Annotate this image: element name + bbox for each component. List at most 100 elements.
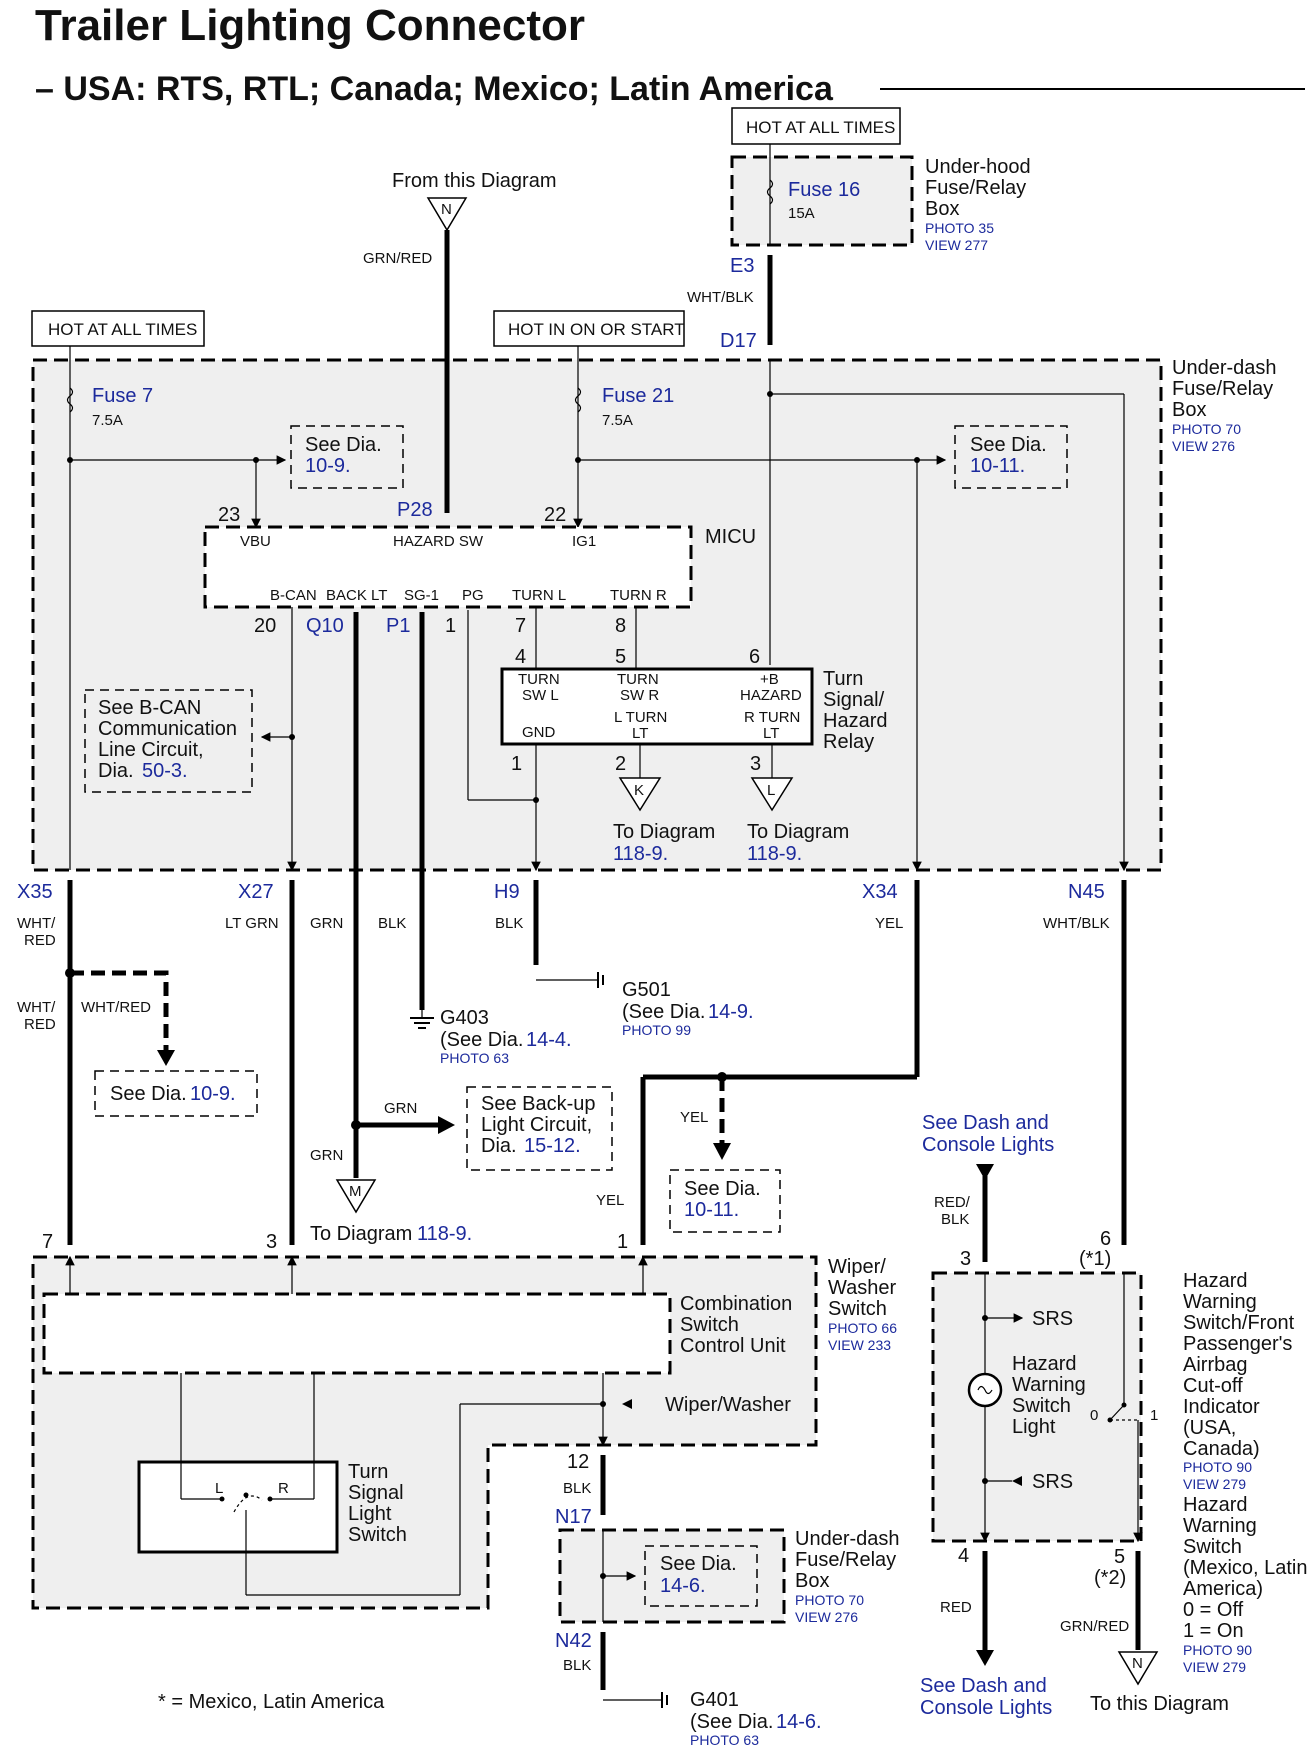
flag-l xyxy=(750,777,794,812)
underdash-name-2: Fuse/Relay xyxy=(1172,378,1273,400)
relay-turn-l: TURN xyxy=(518,671,560,688)
relay-sw-l: SW L xyxy=(522,687,559,704)
pin-6: 6 xyxy=(749,646,760,668)
hz-mx-3: Switch xyxy=(1183,1536,1242,1558)
wire-blk-d: BLK xyxy=(563,1657,591,1674)
pin-23: 23 xyxy=(218,504,240,526)
fuse21-label: Fuse 21 xyxy=(602,385,674,407)
wire-blk-b: BLK xyxy=(495,915,523,932)
flag-m xyxy=(335,1179,377,1214)
g403-ref: 14-4. xyxy=(526,1029,572,1051)
hot-label-top-text: HOT AT ALL TIMES xyxy=(746,118,895,137)
hz-desc-4: Passenger's xyxy=(1183,1333,1292,1355)
backup-line-3: Dia. xyxy=(481,1135,517,1157)
hz-mx-1: Hazard xyxy=(1183,1494,1247,1516)
flag-l-text: L xyxy=(767,782,775,799)
g401-photo: PHOTO 63 xyxy=(690,1732,759,1748)
hz-desc-6: Cut-off xyxy=(1183,1375,1243,1397)
wire-yel-c: YEL xyxy=(596,1192,624,1209)
csu-name-1: Combination xyxy=(680,1293,792,1315)
see-dia-10-11-b xyxy=(669,1169,781,1233)
wire-red-blk-2: BLK xyxy=(941,1211,969,1228)
to-diagram-l: To Diagram xyxy=(747,821,849,843)
pin-4-hazard: 4 xyxy=(958,1545,969,1567)
backup-line-2: Light Circuit, xyxy=(481,1114,592,1136)
pin-22: 22 xyxy=(544,504,566,526)
wire-wht-blk-top: WHT/BLK xyxy=(687,289,754,306)
conn-n42: N42 xyxy=(555,1630,592,1652)
flag-n-bottom-text: N xyxy=(1132,1655,1143,1672)
hot-label-left xyxy=(31,310,205,347)
relay-r-lt: LT xyxy=(763,725,779,742)
see-dia-10-9-a-num: 10-9. xyxy=(305,455,351,477)
underhood-name-2: Fuse/Relay xyxy=(925,177,1026,199)
conn-p28: P28 xyxy=(397,499,433,521)
pin-3-relay: 3 xyxy=(750,753,761,775)
fuse21-amp: 7.5A xyxy=(602,412,633,429)
wire-wht-red-a2: RED xyxy=(24,932,56,949)
relay-name-2: Signal/ xyxy=(823,689,885,711)
backup-line-1: See Back-up xyxy=(481,1093,596,1115)
hz-mx-5: America) xyxy=(1183,1578,1263,1600)
micu-hazard-sw: HAZARD SW xyxy=(393,533,484,550)
pin-8: 8 xyxy=(615,615,626,637)
see-dia-14-6 xyxy=(644,1545,758,1607)
relay-l-lt: LT xyxy=(632,725,648,742)
pin-3-combo: 3 xyxy=(266,1231,277,1253)
underdash-small-name-2: Fuse/Relay xyxy=(795,1549,896,1571)
wire-red: RED xyxy=(940,1599,972,1616)
dash-bottom-1: See Dash and xyxy=(920,1675,1047,1697)
pin-1-relay: 1 xyxy=(511,753,522,775)
g403-label: G403 xyxy=(440,1007,489,1029)
underhood-box xyxy=(730,155,914,247)
flag-k-text: K xyxy=(634,782,644,799)
flag-m-text: M xyxy=(349,1183,362,1200)
micu-ig1: IG1 xyxy=(572,533,596,550)
wire-wht-red-b2: RED xyxy=(24,1016,56,1033)
pin-1-combo: 1 xyxy=(617,1231,628,1253)
srs-1: SRS xyxy=(1032,1308,1073,1330)
hz-desc-photo: PHOTO 90 xyxy=(1183,1459,1252,1475)
underdash-photo: PHOTO 70 xyxy=(1172,421,1241,437)
bcan-num: 50-3. xyxy=(142,760,188,782)
micu-turn-r: TURN R xyxy=(610,587,667,604)
wire-red-blk-1: RED/ xyxy=(934,1194,971,1211)
to-diagram-m-num: 118-9. xyxy=(417,1223,472,1245)
wire-lt-grn: LT GRN xyxy=(225,915,279,932)
pin-3-hazard: 3 xyxy=(960,1248,971,1270)
relay-name-3: Hazard xyxy=(823,710,887,732)
fuse16-amp: 15A xyxy=(788,205,815,222)
relay-r-turn: R TURN xyxy=(744,709,800,726)
flag-n-top xyxy=(426,197,468,232)
see-dia-10-11-b-num: 10-11. xyxy=(684,1199,739,1221)
underdash-name-3: Box xyxy=(1172,399,1206,421)
hz-mx-4: (Mexico, Latin xyxy=(1183,1557,1308,1579)
micu-back-lt: BACK LT xyxy=(326,587,387,604)
backup-num: 15-12. xyxy=(524,1135,581,1157)
fuse7-amp: 7.5A xyxy=(92,412,123,429)
conn-x27: X27 xyxy=(238,881,274,903)
hot-label-left-text: HOT AT ALL TIMES xyxy=(48,320,197,339)
hz-desc-2: Warning xyxy=(1183,1291,1257,1313)
fuse16-label: Fuse 16 xyxy=(788,179,860,201)
pin-5: 5 xyxy=(615,646,626,668)
wire-yel-a: YEL xyxy=(875,915,903,932)
g403-see: (See Dia. xyxy=(440,1029,523,1051)
relay-gnd: GND xyxy=(522,724,556,741)
wire-grn-a: GRN xyxy=(310,915,343,932)
wire-grn-b: GRN xyxy=(384,1100,417,1117)
conn-d17: D17 xyxy=(720,330,757,352)
hw-light-2: Warning xyxy=(1012,1374,1086,1396)
bcan-line-1: See B-CAN xyxy=(98,697,201,719)
star-2: (*2) xyxy=(1094,1567,1126,1589)
dash-top-1: See Dash and xyxy=(922,1112,1049,1134)
hz-desc-5: Airrbag xyxy=(1183,1354,1247,1376)
underdash-small-photo: PHOTO 70 xyxy=(795,1592,864,1608)
hz-desc-3: Switch/Front xyxy=(1183,1312,1295,1334)
underdash-box xyxy=(31,358,1163,872)
see-dia-10-11-a-num: 10-11. xyxy=(970,455,1025,477)
hw-light-1: Hazard xyxy=(1012,1353,1076,1375)
wire-grn-red-top: GRN/RED xyxy=(363,250,432,267)
combo-control-unit xyxy=(42,1292,672,1375)
see-backup-box xyxy=(466,1086,613,1171)
